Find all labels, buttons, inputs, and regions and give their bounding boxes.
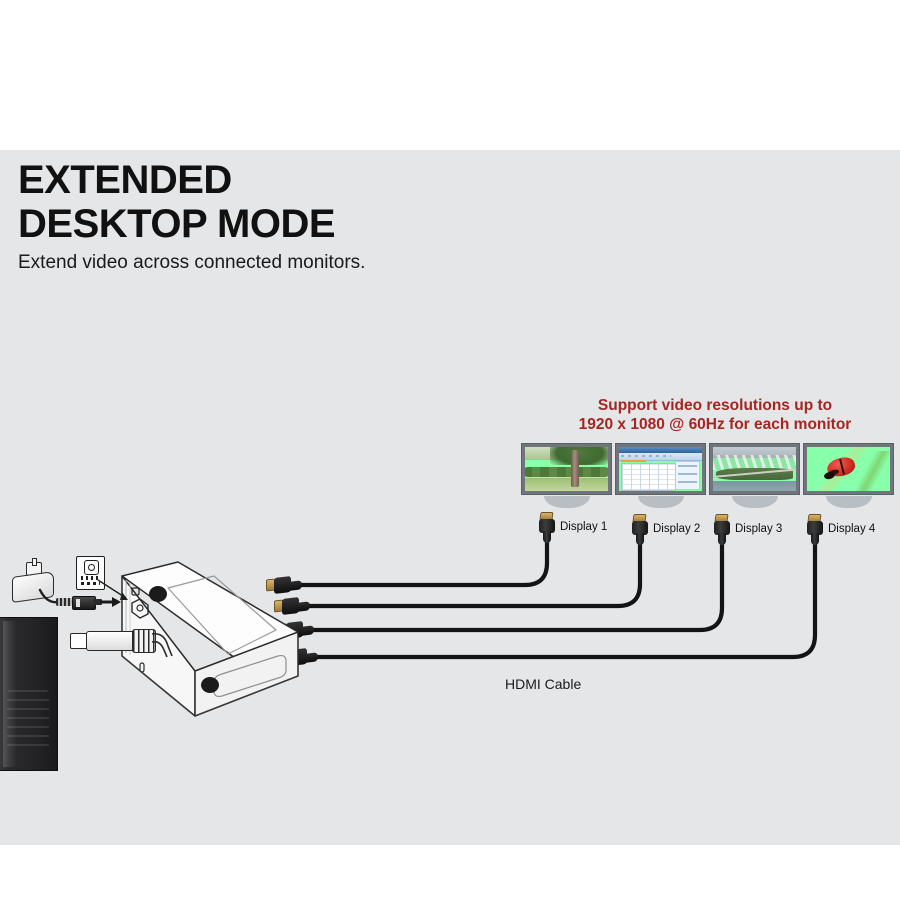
spreadsheet-ribbon: [619, 452, 702, 461]
hdmi-strain-relief: [543, 531, 551, 543]
power-connect-arrow-icon: [100, 597, 121, 607]
monitor-stand: [731, 496, 778, 508]
dc-plug-tip: [93, 599, 102, 605]
screen-content-spreadsheet: [619, 447, 702, 491]
label-display-4: Display 4: [828, 523, 876, 535]
aerial-water: [713, 481, 796, 491]
garden-hedge: [525, 467, 608, 477]
spreadsheet-highlight-bar: [620, 460, 646, 463]
label-display-1: Display 1: [560, 521, 608, 533]
title-line-1: EXTENDED: [18, 158, 232, 202]
title-line-2: DESKTOP MODE: [18, 202, 336, 246]
resolution-callout: Support video resolutions up to 1920 x 1…: [540, 396, 890, 434]
hdmi-shell: [539, 519, 555, 533]
tower-vents: [7, 690, 49, 752]
hdmi-strain-relief: [718, 533, 726, 545]
desktop-tower: [0, 617, 58, 771]
wall-power-adapter: [12, 558, 54, 603]
callout-line-1: Support video resolutions up to: [597, 397, 833, 414]
label-display-2: Display 2: [653, 523, 701, 535]
hdmi-shell: [807, 521, 823, 535]
screen-content-garden: [525, 447, 608, 491]
screen-content-ladybug: [807, 447, 890, 491]
monitor-display-4: [803, 443, 894, 508]
hdmi-connector-display-1: [539, 512, 555, 543]
spreadsheet-side-pane: [675, 461, 701, 491]
dc-barrel-plug: [56, 596, 102, 610]
usb-docking-station: [121, 561, 299, 717]
aerial-buildings: [713, 454, 796, 470]
monitor-array: [521, 443, 900, 513]
spreadsheet-grid: [620, 462, 676, 491]
garden-tree-trunk: [571, 449, 580, 488]
callout-line-2: 1920 x 1080 @ 60Hz for each monitor: [578, 416, 852, 433]
hdmi-strain-relief: [636, 533, 644, 545]
dc-jack-icon: [84, 560, 99, 575]
hdmi-connector-display-4: [807, 514, 823, 545]
callout-leader-line: [97, 579, 128, 600]
hdmi-cable-caption: HDMI Cable: [505, 676, 582, 692]
usb-cable-bend: [151, 632, 173, 658]
hdmi-strain-relief: [811, 533, 819, 545]
hdmi-connector-display-2: [632, 514, 648, 545]
aerial-horizon: [713, 447, 796, 459]
page-title: EXTENDED DESKTOP MODE Extend video acros…: [18, 158, 538, 274]
hdmi-shell: [714, 521, 730, 535]
subtitle: Extend video across connected monitors.: [18, 252, 366, 273]
monitor-stand: [543, 496, 590, 508]
monitor-display-1: [521, 443, 612, 508]
dc-cord-coil: [56, 598, 72, 606]
dc-polarity-marking: [81, 576, 100, 580]
dc-jack-detail-callout: [76, 556, 105, 590]
usb-cable-shaft: [86, 631, 136, 651]
spreadsheet-titlebar: [619, 447, 702, 453]
monitor-stand: [637, 496, 684, 508]
monitor-display-2: [615, 443, 706, 508]
monitor-display-3: [709, 443, 800, 508]
dock-button-top: [149, 586, 167, 602]
dc-polarity-marking-2: [81, 582, 100, 585]
monitor-stand: [825, 496, 872, 508]
dock-foot-bottom: [201, 677, 219, 693]
hdmi-shell: [632, 521, 648, 535]
label-display-3: Display 3: [735, 523, 783, 535]
hdmi-connector-display-3: [714, 514, 730, 545]
screen-content-aerial: [713, 447, 796, 491]
tower-gloss: [3, 621, 17, 767]
usb-cable-plug: [70, 627, 160, 653]
garden-lawn: [525, 477, 608, 491]
